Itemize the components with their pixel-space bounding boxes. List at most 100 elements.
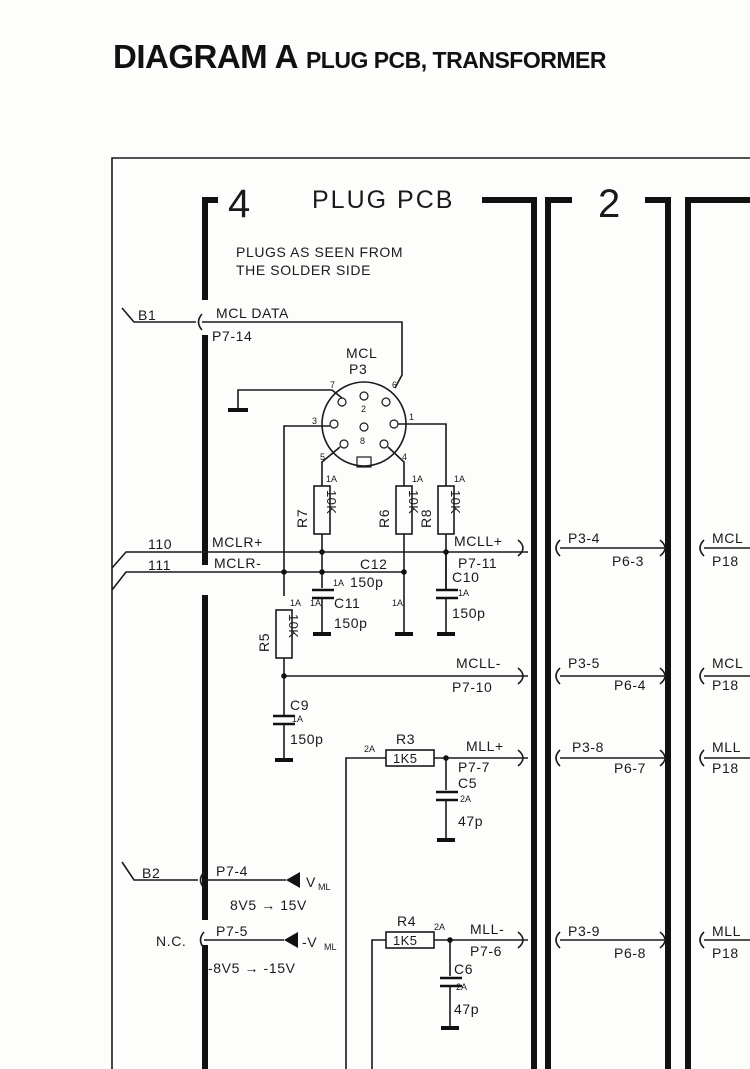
net-mcl-data: MCL DATA — [216, 305, 289, 321]
net-mll-minus: MLL- — [470, 921, 504, 937]
pin-3 — [329, 419, 339, 429]
vml-pos-label: V — [306, 874, 316, 890]
net-right-mll-1: MLL — [712, 739, 741, 755]
r7-value: 10K — [324, 490, 339, 514]
net-p7-4: P7-4 — [216, 863, 248, 879]
net-p3-5: P3-5 — [568, 655, 600, 671]
section-4-title: PLUG PCB — [312, 186, 454, 214]
r6-value: 10K — [406, 490, 421, 514]
pin-3-label: 3 — [312, 416, 317, 426]
diagram-title-sub: PLUG PCB, TRANSFORMER — [305, 47, 607, 73]
net-p7-10: P7-10 — [452, 679, 492, 695]
c6-ref: C6 — [454, 961, 473, 977]
pin-2 — [359, 391, 369, 401]
plug-mcl-data — [197, 313, 203, 331]
pin-7-label: 7 — [330, 380, 335, 390]
c11-tag: 1A — [310, 598, 321, 608]
pin-5 — [339, 439, 349, 449]
c9-tag: 1A — [292, 714, 303, 724]
pin-4-label: 4 — [402, 452, 407, 462]
r5-tag: 1A — [290, 598, 301, 608]
pin-4 — [379, 439, 389, 449]
plug-p7-5 — [199, 931, 205, 949]
section-2-right-rail — [645, 197, 671, 1069]
wire-pin5-r7 — [321, 446, 341, 486]
net-nc: N.C. — [156, 933, 186, 949]
section-2-left-rail — [545, 197, 572, 1069]
net-mclr-minus: MCLR- — [214, 555, 261, 571]
pin-8-label: 8 — [360, 436, 365, 446]
c12-value: 150p — [350, 574, 384, 590]
pin-6-label: 6 — [392, 380, 397, 390]
plug-p7-4 — [199, 871, 205, 889]
c5-tag: 2A — [460, 794, 471, 804]
net-b2: B2 — [142, 865, 160, 881]
din-pins — [329, 391, 399, 449]
section-next-rail — [685, 197, 750, 1069]
r3-ref: R3 — [396, 731, 415, 747]
section-2-number: 2 — [598, 182, 620, 226]
c11-value: 150p — [334, 615, 368, 631]
r3-tag: 2A — [364, 744, 375, 754]
net-mcll-minus: MCLL- — [456, 655, 501, 671]
junction-dot — [443, 549, 449, 555]
vml-neg-label: -V — [302, 934, 317, 950]
pin-1-label: 1 — [409, 412, 414, 422]
c12-tag: 1A — [333, 578, 344, 588]
capacitor-c10 — [436, 588, 458, 600]
net-right-mll-2: MLL — [712, 923, 741, 939]
net-right-p18-4: P18 — [712, 945, 739, 961]
r8-value: 10K — [448, 490, 463, 514]
vml-neg-sub: ML — [324, 942, 337, 952]
r6-tag: 1A — [412, 474, 423, 484]
pin-6 — [381, 397, 391, 407]
net-right-mcl-1: MCL — [712, 530, 743, 546]
net-p6-8: P6-8 — [614, 945, 646, 961]
junction-dot — [281, 673, 287, 679]
r7-ref: R7 — [294, 509, 310, 528]
wire-111 — [111, 571, 284, 591]
r3-value: 1K5 — [393, 751, 417, 766]
capacitor-c6 — [440, 976, 462, 988]
wire-r4-left — [371, 939, 386, 1069]
wire-b1 — [121, 307, 196, 323]
net-110: 110 — [148, 536, 172, 552]
net-p7-11: P7-11 — [458, 555, 497, 571]
r8-tag: 1A — [454, 474, 465, 484]
section-4-number: 4 — [228, 182, 250, 226]
c5-ref: C5 — [458, 775, 477, 791]
net-right-p18-2: P18 — [712, 677, 739, 693]
wire-pin1-r8 — [398, 423, 447, 486]
c6-tag: 2A — [456, 982, 467, 992]
net-right-p18-3: P18 — [712, 760, 739, 776]
connector-name: MCL — [346, 345, 377, 361]
range-pos: 8V5 → 15V — [230, 897, 307, 913]
pin-8 — [359, 422, 369, 432]
section-4-right-rail — [482, 197, 537, 1069]
pin-2-label: 2 — [361, 404, 366, 414]
net-right-mcl-2: MCL — [712, 655, 743, 671]
net-p7-14: P7-14 — [212, 328, 252, 344]
r7-tag: 1A — [326, 474, 337, 484]
wire-pin4-r6 — [387, 446, 405, 486]
note-line-2: THE SOLDER SIDE — [236, 262, 371, 278]
net-mll-plus: MLL+ — [466, 738, 504, 754]
vml-pos-arrow — [286, 872, 300, 888]
din-connector — [321, 381, 407, 467]
section-plugs — [517, 539, 705, 949]
r4-tag: 2A — [434, 922, 445, 932]
net-mclr-plus: MCLR+ — [212, 534, 263, 550]
capacitor-c5 — [436, 790, 458, 802]
net-p7-7: P7-7 — [458, 759, 490, 775]
c5-value: 47p — [458, 813, 483, 829]
c10-tag: 1A — [458, 588, 469, 598]
net-p6-3: P6-3 — [612, 553, 644, 569]
din-key — [356, 456, 372, 468]
wire-pin3-r5 — [283, 425, 330, 596]
c10-ref: C10 — [452, 569, 479, 585]
pin-5-label: 5 — [320, 452, 325, 462]
net-p3-8: P3-8 — [572, 739, 604, 755]
r6-ref: R6 — [376, 509, 392, 528]
connector-ref: P3 — [349, 361, 367, 377]
